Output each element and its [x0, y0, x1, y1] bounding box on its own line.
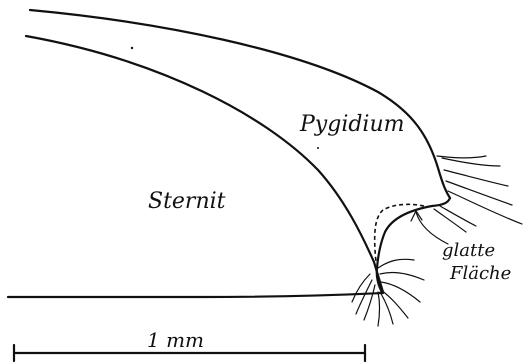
- pointer-arrow-head: [411, 211, 422, 221]
- pygidium-outer-outline: [30, 10, 450, 198]
- specimen-dot: [131, 47, 133, 49]
- label-scale: 1 mm: [147, 328, 204, 352]
- label-sternit: Sternit: [148, 189, 226, 214]
- label-glatte: glatte: [442, 240, 495, 261]
- specimen-dot: [317, 147, 319, 149]
- sternit-boundary: [26, 36, 383, 292]
- label-flaeche: Fläche: [449, 263, 511, 284]
- label-pygidium: Pygidium: [299, 112, 405, 137]
- ventral-line: [8, 293, 383, 297]
- sternit-setae: [352, 259, 424, 326]
